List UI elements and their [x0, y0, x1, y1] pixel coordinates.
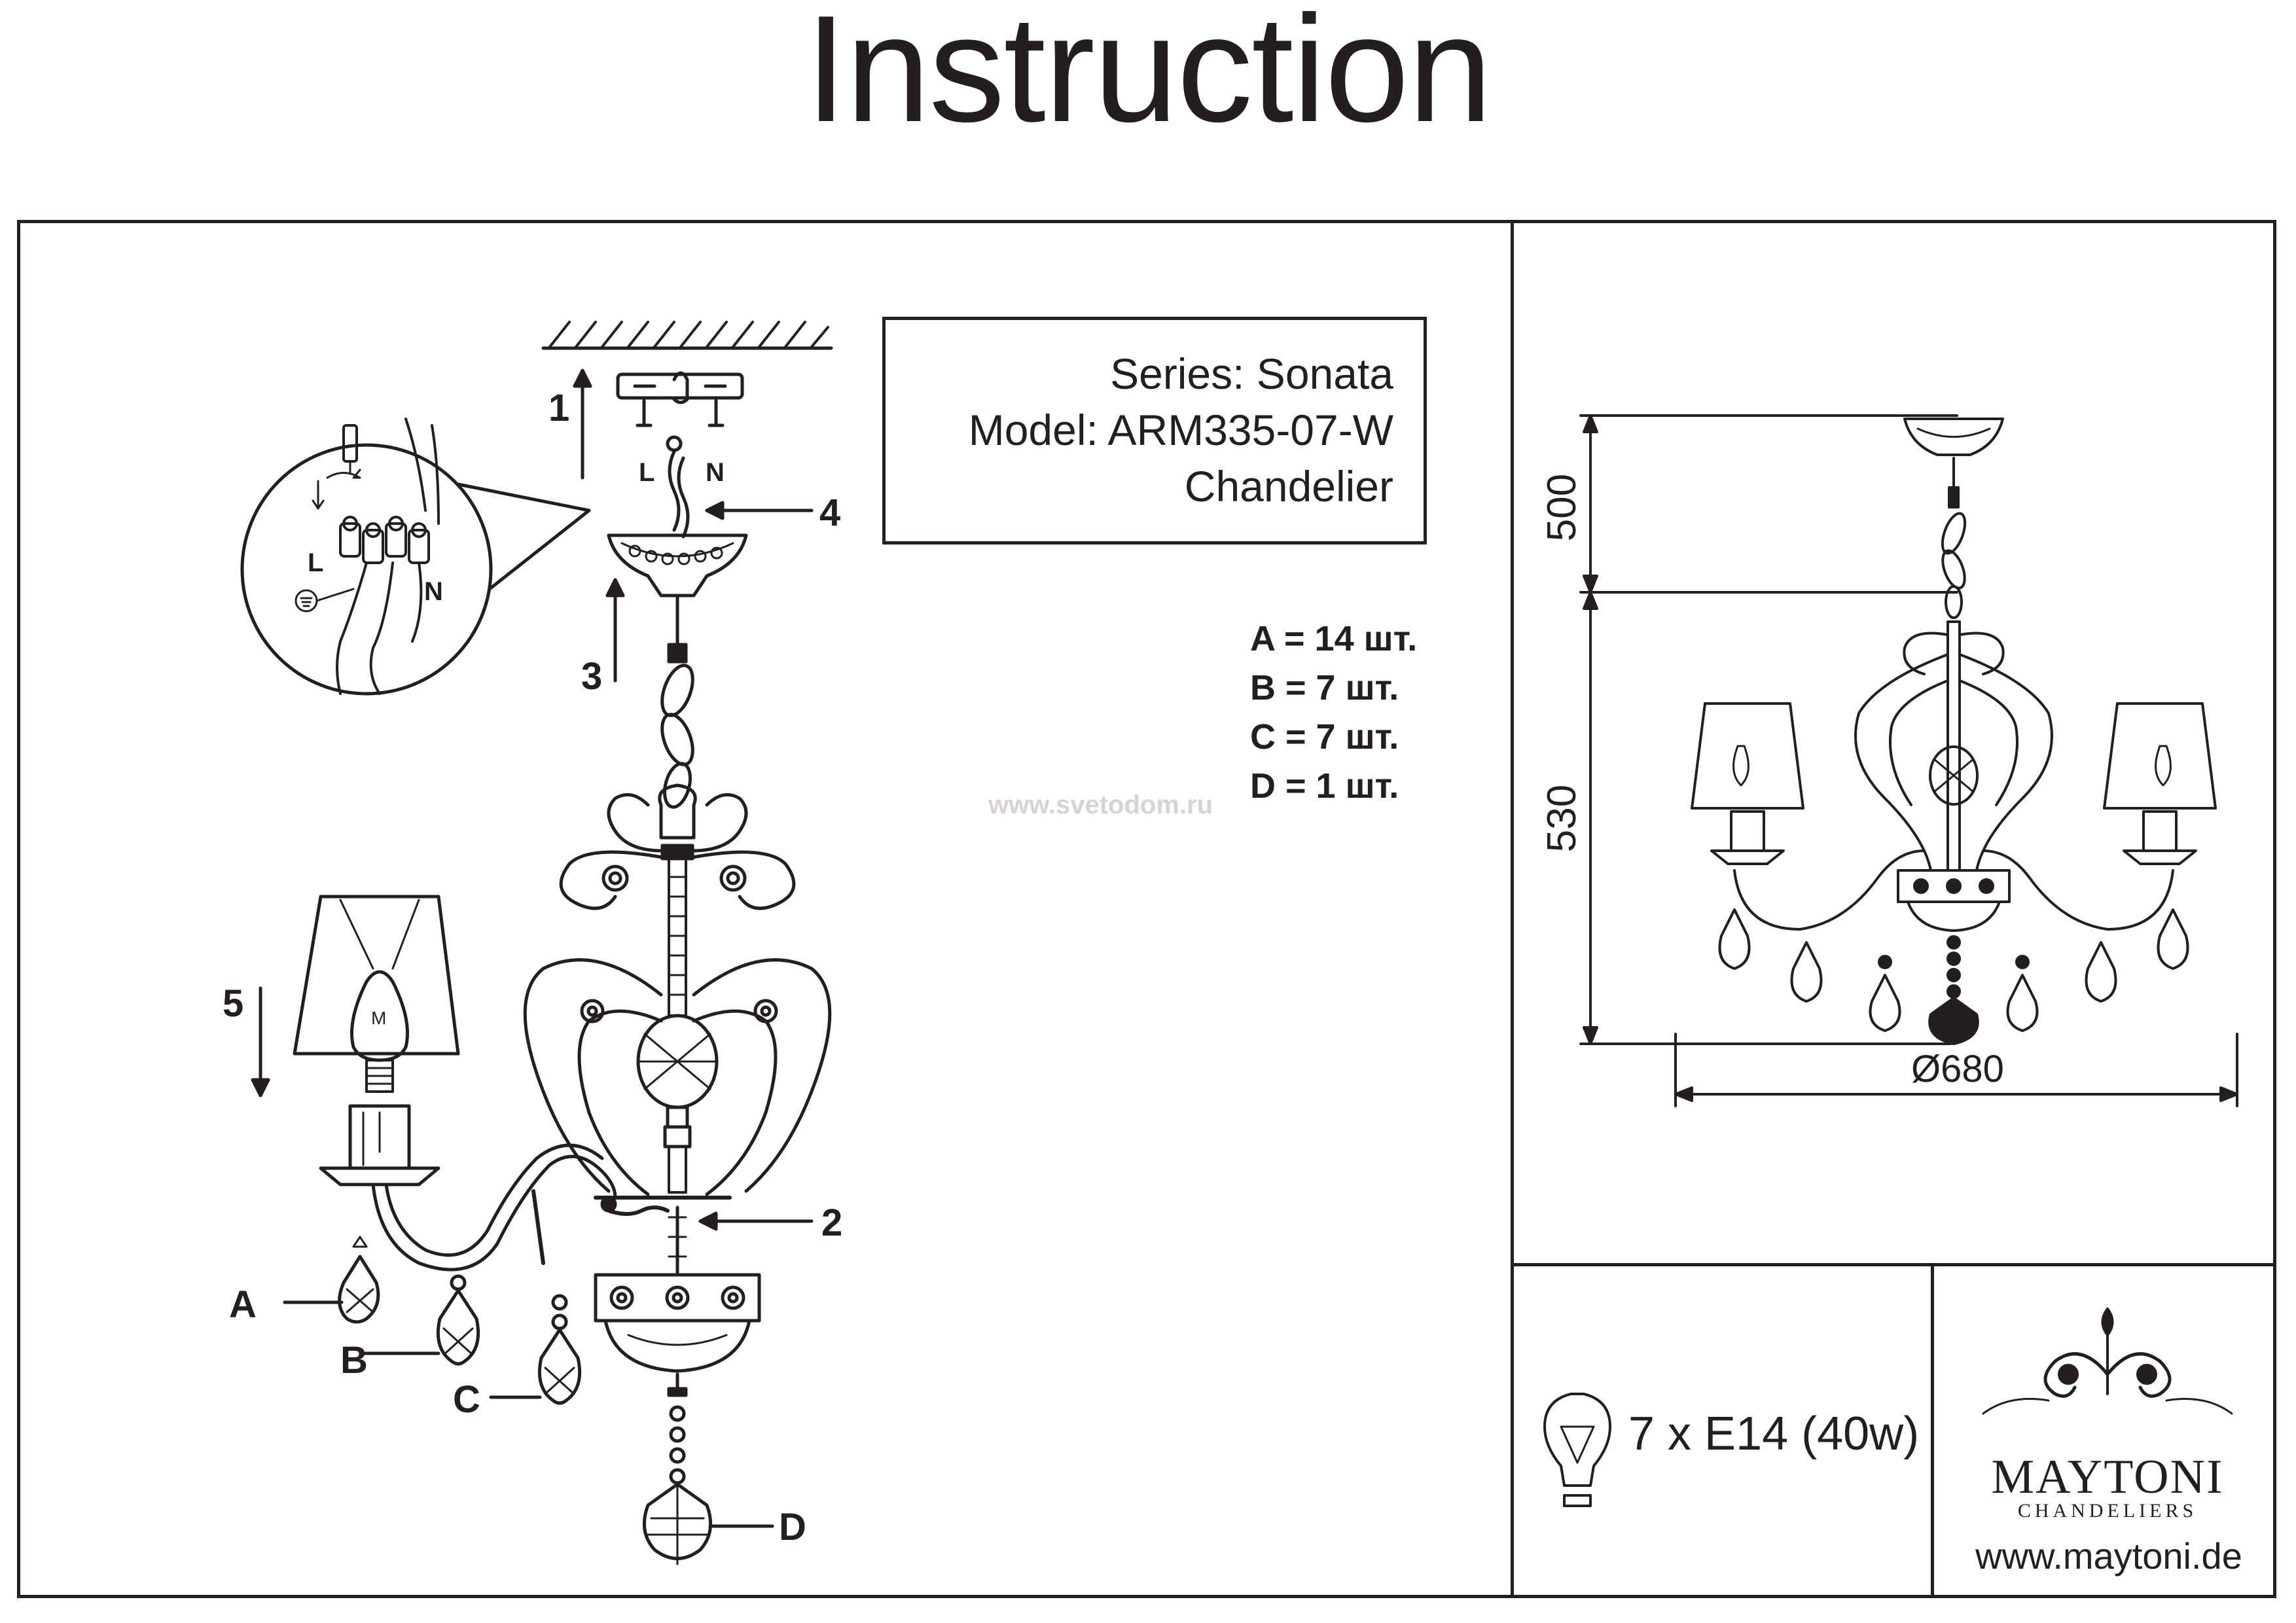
- brand-website: www.maytoni.de: [1975, 1535, 2242, 1577]
- bulb-letter: M: [371, 1008, 387, 1028]
- part-b-label: B: [340, 1339, 368, 1382]
- canopy: [607, 533, 748, 597]
- footer-vertical-divider: [1931, 1263, 1934, 1598]
- parts-item-b: B = 7 шт.: [1250, 668, 1399, 707]
- product-type-label: Chandelier: [1184, 462, 1393, 510]
- model-label: Model: ARM335-07-W: [968, 406, 1393, 454]
- step-3-label: 3: [581, 655, 603, 698]
- parts-item-d: D = 1 шт.: [1250, 766, 1399, 806]
- step-4-label: 4: [819, 491, 841, 534]
- part-d-label: D: [779, 1506, 806, 1548]
- lampshade: [293, 895, 460, 1056]
- step-5-label: 5: [223, 982, 244, 1025]
- ceiling-hatch: [548, 321, 829, 348]
- bottom-bowl-band: [594, 1273, 761, 1323]
- step-1-label: 1: [548, 387, 570, 429]
- dimension-body: 530: [1539, 784, 1585, 853]
- page-title: Instruction: [804, 0, 1492, 154]
- parts-item-a: A = 14 шт.: [1250, 619, 1418, 658]
- footer-divider: [1511, 1263, 2276, 1266]
- crystal-b: [436, 1289, 480, 1366]
- detail-l-label: L: [308, 548, 324, 577]
- parts-item-c: C = 7 шт.: [1250, 717, 1399, 757]
- step-2-label: 2: [821, 1202, 843, 1244]
- watermark: www.svetodom.ru: [988, 791, 1213, 819]
- lamp-spec: 7 x E14 (40w): [1628, 1408, 1920, 1460]
- dimension-diameter: Ø680: [1911, 1048, 2004, 1090]
- product-info-box: Series: Sonata Model: ARM335-07-W Chande…: [882, 317, 1427, 544]
- lamp-bulb-icon: [1543, 1393, 1611, 1507]
- outer-frame: [17, 220, 2276, 1598]
- detail-n-label: N: [424, 577, 443, 606]
- brand-name: MAYTONI: [1991, 1450, 2224, 1504]
- series-label: Series: Sonata: [1110, 349, 1393, 398]
- part-a-label: A: [229, 1283, 257, 1326]
- candle-bulb: [350, 970, 409, 1062]
- brand-sub: CHANDELIERS: [2017, 1500, 2198, 1522]
- dimension-top: 500: [1539, 473, 1585, 542]
- wire-n-label: N: [706, 458, 725, 487]
- maytoni-logo-icon: [1982, 1308, 2233, 1415]
- part-c-label: C: [453, 1378, 480, 1421]
- main-divider: [1511, 220, 1514, 1598]
- crystal-c: [537, 1328, 582, 1405]
- wire-l-label: L: [639, 458, 655, 487]
- wiring-detail-circle: [240, 443, 493, 696]
